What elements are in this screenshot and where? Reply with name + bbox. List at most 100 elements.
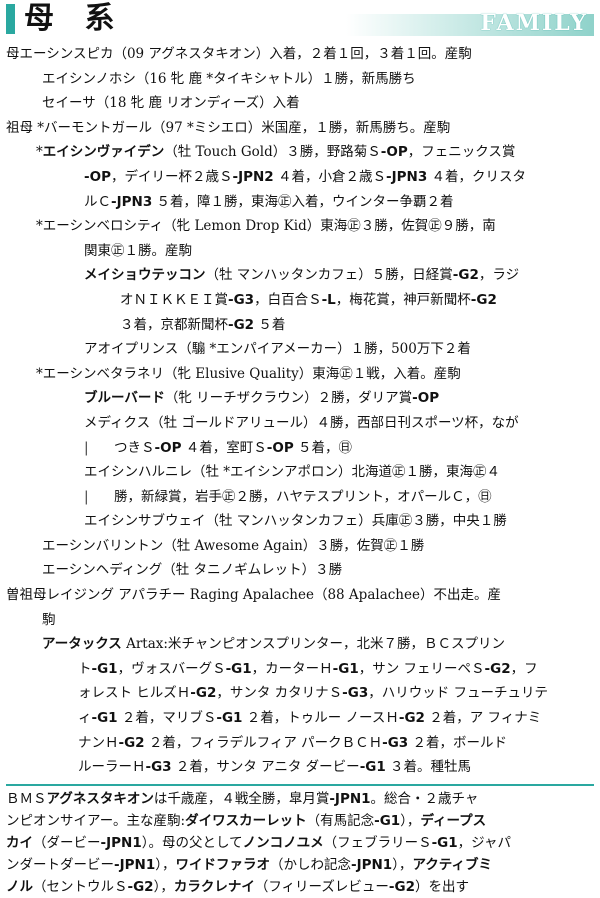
bold-text-segment: -JPN1 — [329, 790, 371, 807]
bold-text-segment: -G1 — [91, 660, 118, 677]
bold-text-segment: -G2 — [398, 710, 425, 727]
section-header: 母 系 FAMILY — [6, 0, 594, 38]
text-segment: ４着，室町Ｓ — [181, 439, 267, 456]
bold-text-segment: -G1 — [216, 710, 243, 727]
text-segment: ト — [78, 660, 92, 677]
pedigree-lines: 母エーシンスピカ（09 アグネスタキオン）入着，２着１回，３着１回。産駒エイシン… — [6, 42, 594, 780]
pedigree-line: *エイシンヴァイデン（牡 Touch Gold）３勝，野路菊Ｓ-OP，フェニック… — [6, 140, 594, 165]
text-segment: ）， — [153, 878, 174, 895]
text-segment: ，デイリー杯２歳Ｓ — [110, 168, 233, 185]
bold-text-segment: ノンコノユメ — [242, 834, 324, 851]
bold-text-segment: -L — [321, 291, 336, 308]
text-segment: 関東㊣１勝。産駒 — [84, 242, 192, 259]
text-segment: 母エーシンスピカ（09 アグネスタキオン）入着，２着１回，３着１回。産駒 — [6, 46, 472, 62]
pedigree-line: アータックス Artax:米チャンピオンスプリンター，北米７勝，ＢＣスプリン — [6, 632, 594, 657]
text-segment: エーシンバリントン（牡 Awesome Again）３勝，佐賀㊣１勝 — [42, 537, 425, 554]
text-segment: 祖母 *バーモントガール（97 *ミシエロ）米国産，１勝，新馬勝ち。産駒 — [6, 119, 451, 136]
text-segment: ，梅花賞，神戸新聞杯 — [335, 291, 471, 308]
text-segment: ィ — [78, 710, 92, 727]
bold-text-segment: アクティブミ — [412, 856, 492, 873]
text-segment: ）， — [155, 856, 176, 873]
text-segment: ５着，㊐ — [293, 439, 353, 456]
bold-text-segment: -JPN1 — [350, 856, 393, 873]
bold-text-segment: -G2 — [127, 878, 154, 895]
text-segment: ォレスト ヒルズＨ — [78, 685, 191, 702]
text-segment: アオイプリンス（騸 *エンパイアメーカー）１勝，500万下２着 — [84, 341, 471, 358]
text-segment: ，カーターＨ — [251, 660, 333, 677]
bms-line: ンピオンサイアー。主な産駒:ダイワスカーレット（有馬記念-G1），ディープス — [6, 810, 594, 832]
text-segment: ，サンタ カタリナＳ — [216, 685, 343, 702]
text-segment: ）， — [400, 812, 421, 829]
text-segment: ５着 — [254, 316, 286, 333]
pedigree-line: オＮＩＫＫＥＩ賞-G3，白百合Ｓ-L，梅花賞，神戸新聞杯-G2 — [6, 288, 594, 313]
bold-text-segment: -JPN2 — [232, 168, 274, 185]
bold-text-segment: ノル — [6, 878, 33, 895]
text-segment: ナンＨ — [78, 734, 119, 751]
bold-text-segment: -JPN1 — [114, 856, 156, 873]
text-segment: ２着，マリブＳ — [117, 710, 217, 727]
text-segment: ５着，障１勝，東海㊣入着，ウインター争覇２着 — [152, 193, 454, 210]
text-segment: ４着，クリスタ — [427, 168, 527, 185]
section-divider — [6, 783, 594, 786]
text-segment: ）。母の父として — [141, 834, 243, 851]
pedigree-line: ナンＨ-G2 ２着，フィラデルフィア パークＢＣＨ-G3 ２着，ボールド — [6, 731, 594, 756]
pedigree-line: 母エーシンスピカ（09 アグネスタキオン）入着，２着１回，３着１回。産駒 — [6, 42, 594, 67]
text-segment: ）を出す — [414, 878, 469, 895]
bms-line: ＢＭＳアグネスタキオンは千歳産，４戦全勝，皐月賞-JPN1。総合・２歳チャ — [6, 788, 594, 810]
text-segment: ）， — [392, 856, 413, 873]
bold-text-segment: ダイワスカーレット — [185, 812, 307, 829]
text-segment: エイシンサブウェイ（牡 マンハッタンカフェ）兵庫㊣３勝，中央１勝 — [84, 513, 507, 530]
text-segment: （有馬記念 — [306, 812, 375, 829]
bold-text-segment: -G2 — [388, 878, 415, 895]
bold-text-segment: -OP — [84, 168, 111, 185]
pedigree-line: ルーラーＨ-G3 ２着，サンタ アニタ ダービー-G1 ３着。種牡馬 — [6, 755, 594, 780]
text-segment: （セントウルＳ — [33, 878, 128, 895]
bold-text-segment: カイ — [6, 834, 33, 851]
bold-text-segment: -G1 — [374, 812, 401, 829]
pedigree-line: メディクス（牡 ゴールドアリュール）４勝，西部日刊スポーツ杯，なが — [6, 411, 594, 436]
text-segment: （ダービー — [33, 834, 101, 851]
bold-text-segment: -OP — [266, 439, 294, 456]
text-segment: ２着，サンタ アニタ ダービー — [171, 759, 360, 776]
text-segment: セイーサ（18 牝 鹿 リオンディーズ）入着 — [42, 95, 300, 112]
bold-text-segment: ブルーバード — [84, 390, 165, 407]
text-segment: ルーラーＨ — [78, 759, 146, 776]
pedigree-line: |つきＳ-OP ４着，室町Ｓ-OP ５着，㊐ — [6, 436, 594, 461]
bold-text-segment: -G2 — [118, 734, 145, 751]
text-segment: * — [36, 144, 43, 161]
text-segment: エーシンヘディング（牡 タニノギムレット）３勝 — [42, 562, 343, 579]
text-segment: （牝 リーチザクラウン）２勝，ダリア賞 — [164, 390, 413, 407]
pedigree-line: ト-G1，ヴォスバーグＳ-G1，カーターＨ-G1，サン フェリーペＳ-G2，フ — [6, 657, 594, 682]
pedigree-line: 曽祖母レイジング アパラチー Raging Apalachee（88 Apala… — [6, 583, 594, 608]
bold-text-segment: -OP — [154, 439, 182, 456]
text-segment: 曽祖母レイジング アパラチー Raging Apalachee（88 Apala… — [6, 587, 501, 604]
bold-text-segment: -G2 — [190, 685, 217, 702]
bms-paragraph: ＢＭＳアグネスタキオンは千歳産，４戦全勝，皐月賞-JPN1。総合・２歳チャンピオ… — [6, 788, 594, 898]
bold-text-segment: -G3 — [342, 685, 369, 702]
pedigree-line: ブルーバード（牝 リーチザクラウン）２勝，ダリア賞-OP — [6, 386, 594, 411]
bms-line: ンダートダービー-JPN1），ワイドファラオ（かしわ記念-JPN1），アクティブ… — [6, 854, 594, 876]
pedigree-line: エイシンノホシ（16 牝 鹿 *タイキシャトル）１勝，新馬勝ち — [6, 67, 594, 92]
text-segment: ，白百合Ｓ — [254, 291, 322, 308]
text-segment: ２着，ボールド — [408, 734, 507, 751]
bold-text-segment: -G1 — [431, 834, 458, 851]
pedigree-line: エーシンヘディング（牡 タニノギムレット）３勝 — [6, 558, 594, 583]
continuation-bar: | — [84, 439, 89, 456]
bold-text-segment: -G3 — [145, 759, 172, 776]
bold-text-segment: -G2 — [452, 267, 479, 284]
bold-text-segment: -JPN1 — [100, 834, 142, 851]
text-segment: ４着，小倉２歳Ｓ — [273, 168, 386, 185]
pedigree-line: メイショウテッコン（牡 マンハッタンカフェ）５勝，日経賞-G2，ラジ — [6, 263, 594, 288]
text-segment: *エーシンベロシティ（牝 Lemon Drop Kid）東海㊣３勝，佐賀㊣９勝，… — [36, 218, 496, 235]
pedigree-line: ３着，京都新聞杯-G2 ５着 — [6, 313, 594, 338]
text-segment: は千歳産，４戦全勝，皐月賞 — [153, 790, 330, 807]
bold-text-segment: -G1 — [225, 660, 252, 677]
pedigree-line: 祖母 *バーモントガール（97 *ミシエロ）米国産，１勝，新馬勝ち。産駒 — [6, 116, 594, 141]
text-segment: オＮＩＫＫＥＩ賞 — [120, 291, 228, 308]
pedigree-line: ィ-G1 ２着，マリブＳ-G1 ２着，トゥルー ノースＨ-G2 ２着，ア フィナ… — [6, 706, 594, 731]
text-segment: （牡 マンハッタンカフェ）５勝，日経賞 — [205, 267, 453, 284]
bold-text-segment: エイシンヴァイデン — [42, 144, 165, 161]
text-segment: （フィリーズレビュー — [254, 878, 389, 895]
bold-text-segment: -JPN3 — [111, 193, 153, 210]
bold-text-segment: メイショウテッコン — [84, 267, 206, 284]
